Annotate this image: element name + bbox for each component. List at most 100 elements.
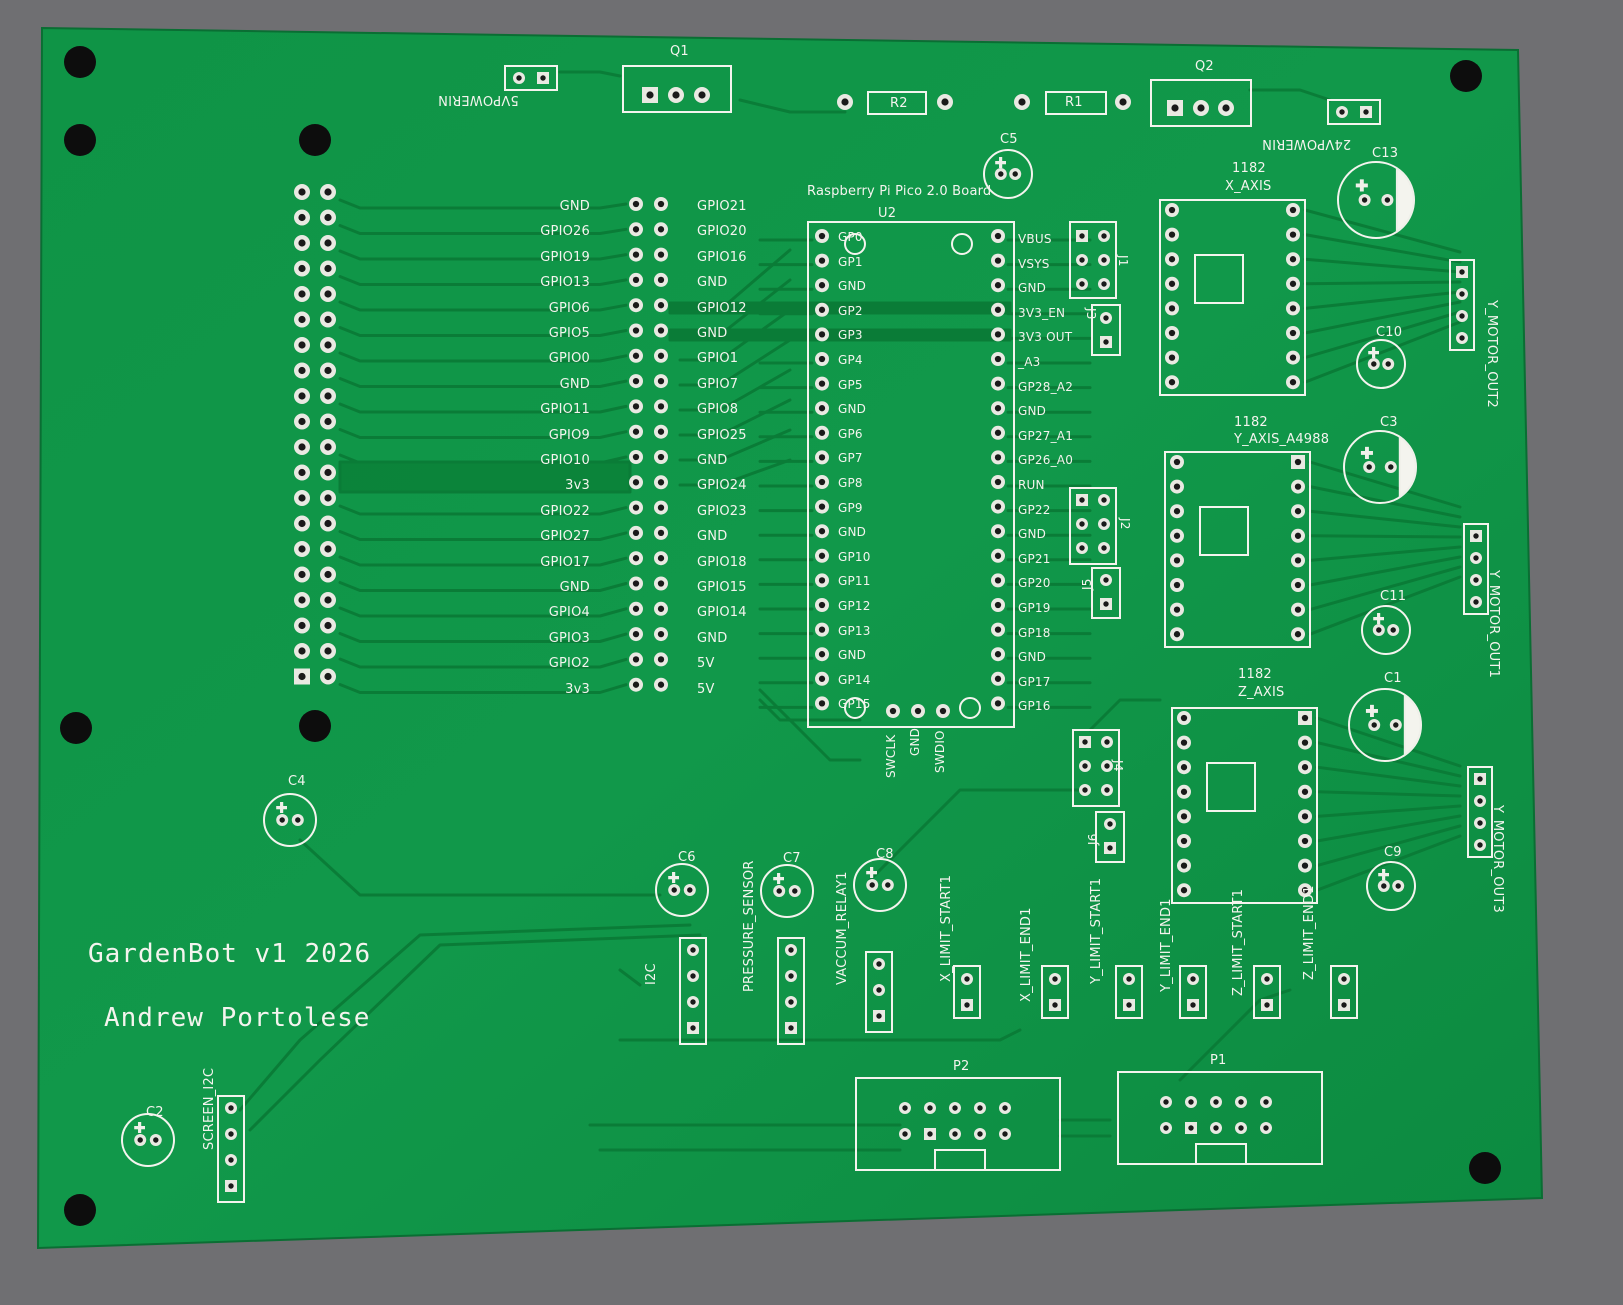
drill-hole bbox=[1107, 845, 1113, 851]
drill-hole bbox=[228, 1105, 234, 1111]
trace bbox=[1248, 88, 1332, 102]
drill-hole bbox=[1294, 631, 1302, 638]
drill-hole bbox=[994, 700, 1002, 707]
drill-hole bbox=[1180, 714, 1188, 722]
polarity-plus: + bbox=[1378, 867, 1390, 883]
driver-chip-outline bbox=[1194, 254, 1244, 304]
drill-hole bbox=[540, 75, 546, 81]
drill-hole bbox=[1376, 627, 1382, 633]
drill-hole bbox=[324, 621, 332, 630]
capacitor-band bbox=[1403, 693, 1422, 757]
drill-hole bbox=[818, 454, 826, 461]
drill-hole bbox=[632, 479, 640, 486]
drill-hole bbox=[1104, 763, 1110, 769]
mounting-holes bbox=[60, 46, 1501, 1226]
trace bbox=[758, 698, 862, 722]
drill-hole bbox=[818, 675, 826, 682]
drill-hole bbox=[1477, 776, 1483, 782]
drill-hole bbox=[1366, 464, 1372, 470]
mounting-hole bbox=[64, 124, 96, 156]
mounting-hole bbox=[64, 1194, 96, 1226]
c5-outline bbox=[983, 149, 1033, 199]
drill-hole bbox=[1459, 313, 1465, 319]
drill-hole bbox=[1101, 281, 1107, 287]
drill-hole bbox=[1190, 976, 1196, 982]
drill-hole bbox=[1384, 197, 1391, 203]
limit-switch-outline bbox=[1330, 965, 1358, 1019]
drill-hole bbox=[690, 947, 696, 953]
drill-hole bbox=[994, 355, 1002, 363]
drill-hole bbox=[1103, 601, 1109, 607]
drill-hole bbox=[1341, 1002, 1347, 1008]
drill-hole bbox=[1173, 581, 1181, 589]
trace bbox=[338, 377, 628, 388]
trace bbox=[678, 458, 792, 487]
drill-hole bbox=[876, 961, 882, 967]
polarity-plus: + bbox=[995, 155, 1007, 171]
drill-hole bbox=[137, 1137, 143, 1143]
drill-hole bbox=[818, 528, 826, 535]
drill-hole bbox=[1079, 281, 1085, 287]
drill-hole bbox=[632, 605, 640, 612]
trace bbox=[338, 326, 628, 337]
trace bbox=[338, 224, 628, 235]
screen-i2c-outline bbox=[217, 1095, 245, 1203]
drill-hole bbox=[1393, 722, 1399, 728]
trace bbox=[678, 308, 792, 362]
drill-hole bbox=[1104, 739, 1110, 745]
drill-hole bbox=[1101, 497, 1107, 503]
drill-hole bbox=[1301, 887, 1309, 894]
drill-hole bbox=[298, 392, 306, 400]
trace bbox=[338, 504, 628, 516]
drill-hole bbox=[324, 264, 332, 273]
drill-hole bbox=[1190, 1002, 1196, 1008]
pico-mount-ring bbox=[951, 233, 973, 255]
drill-hole bbox=[1473, 533, 1479, 539]
pico-mount-ring bbox=[959, 697, 981, 719]
drill-hole bbox=[818, 651, 826, 658]
drill-hole bbox=[818, 601, 826, 609]
drill-hole bbox=[1173, 483, 1181, 490]
drill-hole bbox=[994, 306, 1002, 313]
drill-hole bbox=[818, 380, 826, 387]
drill-hole bbox=[1264, 1002, 1270, 1008]
drill-hole bbox=[1294, 458, 1302, 466]
drill-hole bbox=[939, 707, 947, 715]
trace bbox=[1303, 208, 1462, 254]
trace bbox=[678, 428, 792, 462]
drill-hole bbox=[1018, 98, 1026, 106]
drill-hole bbox=[818, 331, 826, 338]
drill-hole bbox=[994, 503, 1002, 510]
pressure-outline bbox=[777, 937, 805, 1045]
drill-hole bbox=[298, 468, 306, 477]
drill-hole bbox=[632, 377, 640, 385]
drill-hole bbox=[657, 428, 665, 435]
trace bbox=[1088, 698, 1162, 732]
drill-hole bbox=[1188, 1099, 1194, 1105]
pico-mount-ring bbox=[844, 697, 866, 719]
c9-outline bbox=[1366, 861, 1416, 911]
drill-hole bbox=[1289, 231, 1297, 238]
drill-hole bbox=[1289, 280, 1297, 287]
drill-hole bbox=[632, 555, 640, 562]
drill-hole bbox=[1101, 545, 1107, 551]
drill-hole bbox=[1180, 813, 1188, 820]
drill-hole bbox=[1012, 171, 1018, 177]
polarity-plus: + bbox=[668, 870, 680, 886]
drill-hole bbox=[1301, 739, 1309, 746]
drill-hole bbox=[632, 226, 640, 233]
c11-outline bbox=[1361, 605, 1411, 655]
trace bbox=[338, 249, 628, 261]
trace bbox=[338, 402, 628, 414]
drill-hole bbox=[1263, 1125, 1269, 1131]
trace bbox=[338, 657, 628, 669]
drill-hole bbox=[927, 1105, 933, 1111]
drill-hole bbox=[1168, 379, 1176, 386]
drill-hole bbox=[1163, 1125, 1169, 1131]
c7-outline bbox=[760, 864, 814, 918]
trace bbox=[1303, 233, 1462, 264]
drill-hole bbox=[1385, 361, 1391, 367]
c2-outline bbox=[121, 1113, 175, 1167]
drill-hole bbox=[1173, 532, 1181, 539]
